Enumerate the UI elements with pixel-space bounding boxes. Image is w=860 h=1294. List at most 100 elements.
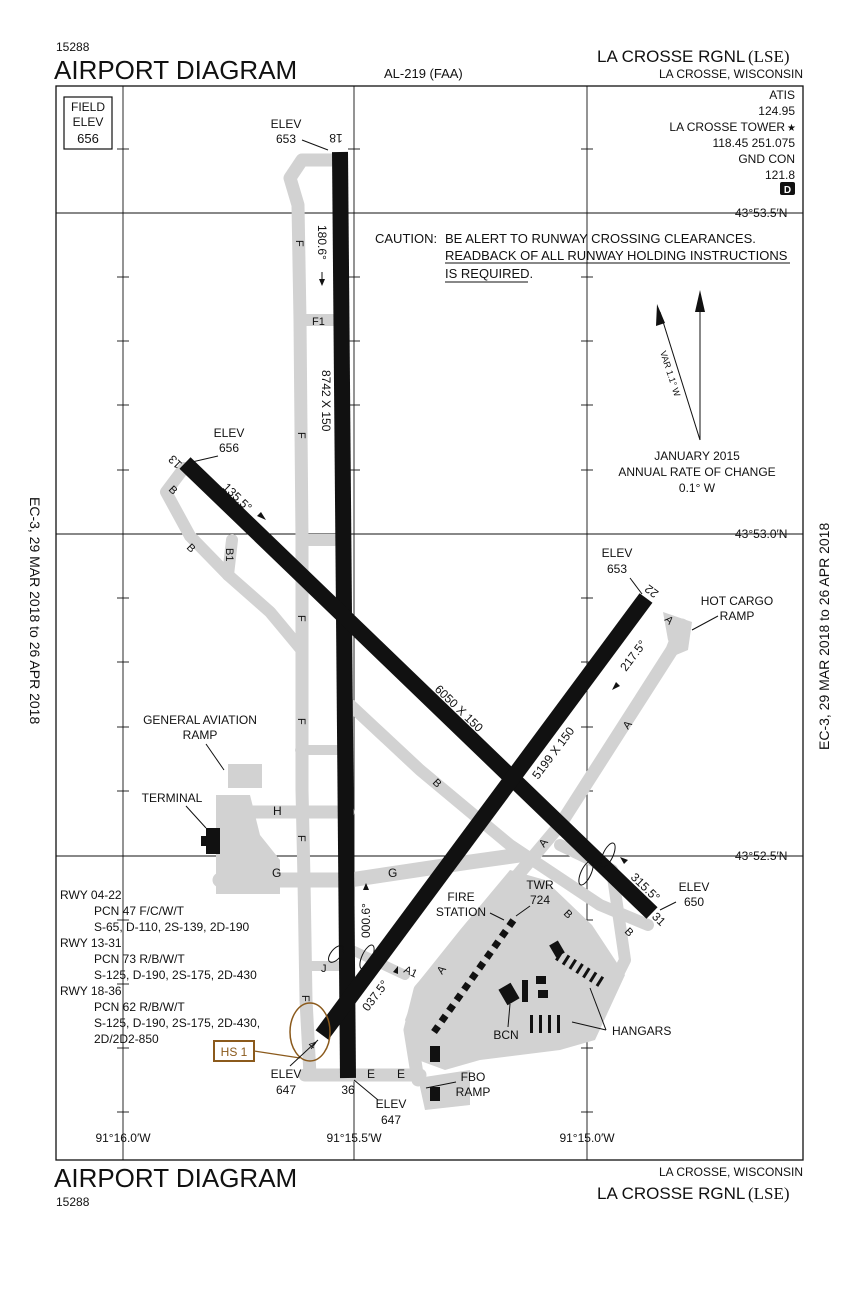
elev-22-label: ELEV (602, 546, 633, 560)
building-fbo-2 (430, 1087, 440, 1101)
comms-block: ATIS 124.95 LA CROSSE TOWER ★ 118.45 251… (669, 88, 796, 196)
caution-line1: BE ALERT TO RUNWAY CROSSING CLEARANCES. (445, 231, 756, 246)
ramp-areas (216, 612, 692, 1110)
elev-36-value: 647 (381, 1113, 401, 1127)
elev-13-label: ELEV (214, 426, 245, 440)
chart-frame (55, 85, 804, 1161)
facility-labels: GENERAL AVIATION RAMP TERMINAL HOT CARGO… (142, 594, 774, 1099)
chart-title-bottom: AIRPORT DIAGRAM (54, 1163, 297, 1193)
tower-freqs: 118.45 251.075 (712, 136, 795, 150)
hot-cargo-line1: HOT CARGO (701, 594, 773, 608)
general-aviation-ramp (228, 764, 262, 788)
hdg-36-arrow-icon (363, 883, 369, 890)
rwy-18-36-weights-2: 2D/2D2-850 (94, 1032, 159, 1046)
building-row-a (431, 915, 518, 1035)
field-elev-value: 656 (77, 131, 99, 146)
atis-freq: 124.95 (758, 104, 795, 118)
hdg-22-arrow-icon (612, 682, 620, 690)
caution-line2: READBACK OF ALL RUNWAY HOLDING INSTRUCTI… (445, 248, 788, 263)
taxiway-g-2: G (388, 866, 397, 880)
rwy-18-36-title: RWY 18-36 (60, 984, 122, 998)
buildings (201, 828, 607, 1101)
elev-31-value: 650 (684, 895, 704, 909)
taxiway-pavement (160, 153, 689, 1087)
rwy-13-31-title: RWY 13-31 (60, 936, 122, 950)
hdg-31-arrow-icon (620, 857, 628, 864)
airport-name-bottom: LA CROSSE RGNL (597, 1184, 745, 1203)
field-elev-line1: FIELD (71, 100, 105, 114)
rate-label: ANNUAL RATE OF CHANGE (618, 465, 775, 479)
taxiway-f-5: F (295, 835, 307, 842)
taxiway-b-2: B (184, 542, 198, 556)
taxiway-e-2: E (397, 1067, 405, 1081)
d-atis-badge-text: D (784, 185, 791, 196)
fire-station-line1: FIRE (447, 890, 474, 904)
twr-elev: 724 (530, 893, 550, 907)
tower-label: LA CROSSE TOWER (669, 120, 785, 134)
hangars-label: HANGARS (612, 1024, 671, 1038)
taxiway-h: H (273, 804, 282, 818)
taxiway-f-4: F (295, 718, 307, 725)
true-north-arrow-icon (695, 290, 705, 312)
rwy-13-31-weights: S-125, D-190, 2S-175, 2D-430 (94, 968, 257, 982)
taxiway-f-1: F (293, 240, 305, 247)
rwy-04-22-weights: S-65, D-110, 2S-139, 2D-190 (94, 920, 250, 934)
elev-31-label: ELEV (679, 880, 710, 894)
taxiway-a1: A1 (402, 964, 419, 981)
fbo-ramp-line1: FBO (461, 1070, 486, 1084)
taxiway-b1: B1 (223, 548, 235, 561)
airport-name-top: LA CROSSE RGNL (597, 47, 745, 66)
lat-label-52-5: 43°52.5′N (735, 849, 787, 863)
twr-label: TWR (526, 878, 554, 892)
lat-label-53-5: 43°53.5′N (735, 206, 787, 220)
taxiway-g-1: G (272, 866, 281, 880)
bcn-label: BCN (493, 1028, 518, 1042)
lat-label-53-0: 43°53.0′N (735, 527, 787, 541)
terminal-ramp (216, 795, 280, 894)
hotspot-hs1-box (213, 1040, 255, 1062)
gnd-freq: 121.8 (765, 168, 795, 182)
rwy-04-22-title: RWY 04-22 (60, 888, 122, 902)
elev-18-label: ELEV (271, 117, 302, 131)
effective-dates-right: EC-3, 29 MAR 2018 to 26 APR 2018 (816, 523, 832, 750)
magnetic-variation: VAR 1.1° W JANUARY 2015 ANNUAL RATE OF C… (618, 290, 776, 495)
hotspot-hs1-label: HS 1 (221, 1045, 248, 1059)
taxiway-j: J (321, 963, 327, 975)
taxiway-f-2: F (295, 432, 307, 439)
hotspot-hs1-circle (289, 1002, 331, 1062)
lon-label-16-0: 91°16.0′W (95, 1131, 151, 1145)
runway-04-22 (315, 593, 653, 1040)
chart-title-top: AIRPORT DIAGRAM (54, 55, 297, 85)
airport-id-top: (LSE) (748, 47, 790, 66)
mag-date: JANUARY 2015 (654, 449, 740, 463)
runway-13-31 (179, 457, 658, 919)
rwy-18-36-dims: 8742 X 150 (319, 370, 333, 432)
rwy-36-number: 36 (341, 1083, 355, 1097)
chart-code-top: 15288 (56, 40, 90, 54)
gnd-label: GND CON (738, 152, 795, 166)
elev-04-value: 647 (276, 1083, 296, 1097)
hot-cargo-line2: RAMP (720, 609, 755, 623)
field-elev-line2: ELEV (73, 115, 104, 129)
ga-ramp-line2: RAMP (183, 728, 218, 742)
building-fbo-1 (430, 1046, 440, 1062)
elev-18-value: 653 (276, 132, 296, 146)
runway-data-block: RWY 04-22 PCN 47 F/C/W/T S-65, D-110, 2S… (60, 888, 260, 1046)
field-elev-box (63, 96, 113, 150)
caution-prefix: CAUTION: (375, 231, 437, 246)
magnetic-north-arrow-icon (656, 304, 665, 326)
elev-36-label: ELEV (376, 1097, 407, 1111)
var-label: VAR 1.1° W (658, 350, 682, 399)
chart-code-bottom: 15288 (56, 1195, 90, 1209)
city-state-bottom: LA CROSSE, WISCONSIN (659, 1165, 803, 1179)
taxiway-f-3: F (295, 615, 307, 622)
hdg-04-arrow-icon (393, 966, 398, 974)
bcn-building (498, 982, 520, 1006)
taxiway-e-1: E (367, 1067, 375, 1081)
lon-label-15-5: 91°15.5′W (326, 1131, 382, 1145)
hdg-18: 180.6° (315, 225, 329, 260)
hotspot-hs1-leader (253, 1050, 301, 1059)
rwy-18-36-weights-1: S-125, D-190, 2S-175, 2D-430, (94, 1016, 260, 1030)
fbo-ramp-line2: RAMP (456, 1085, 491, 1099)
runways (179, 151, 658, 1079)
